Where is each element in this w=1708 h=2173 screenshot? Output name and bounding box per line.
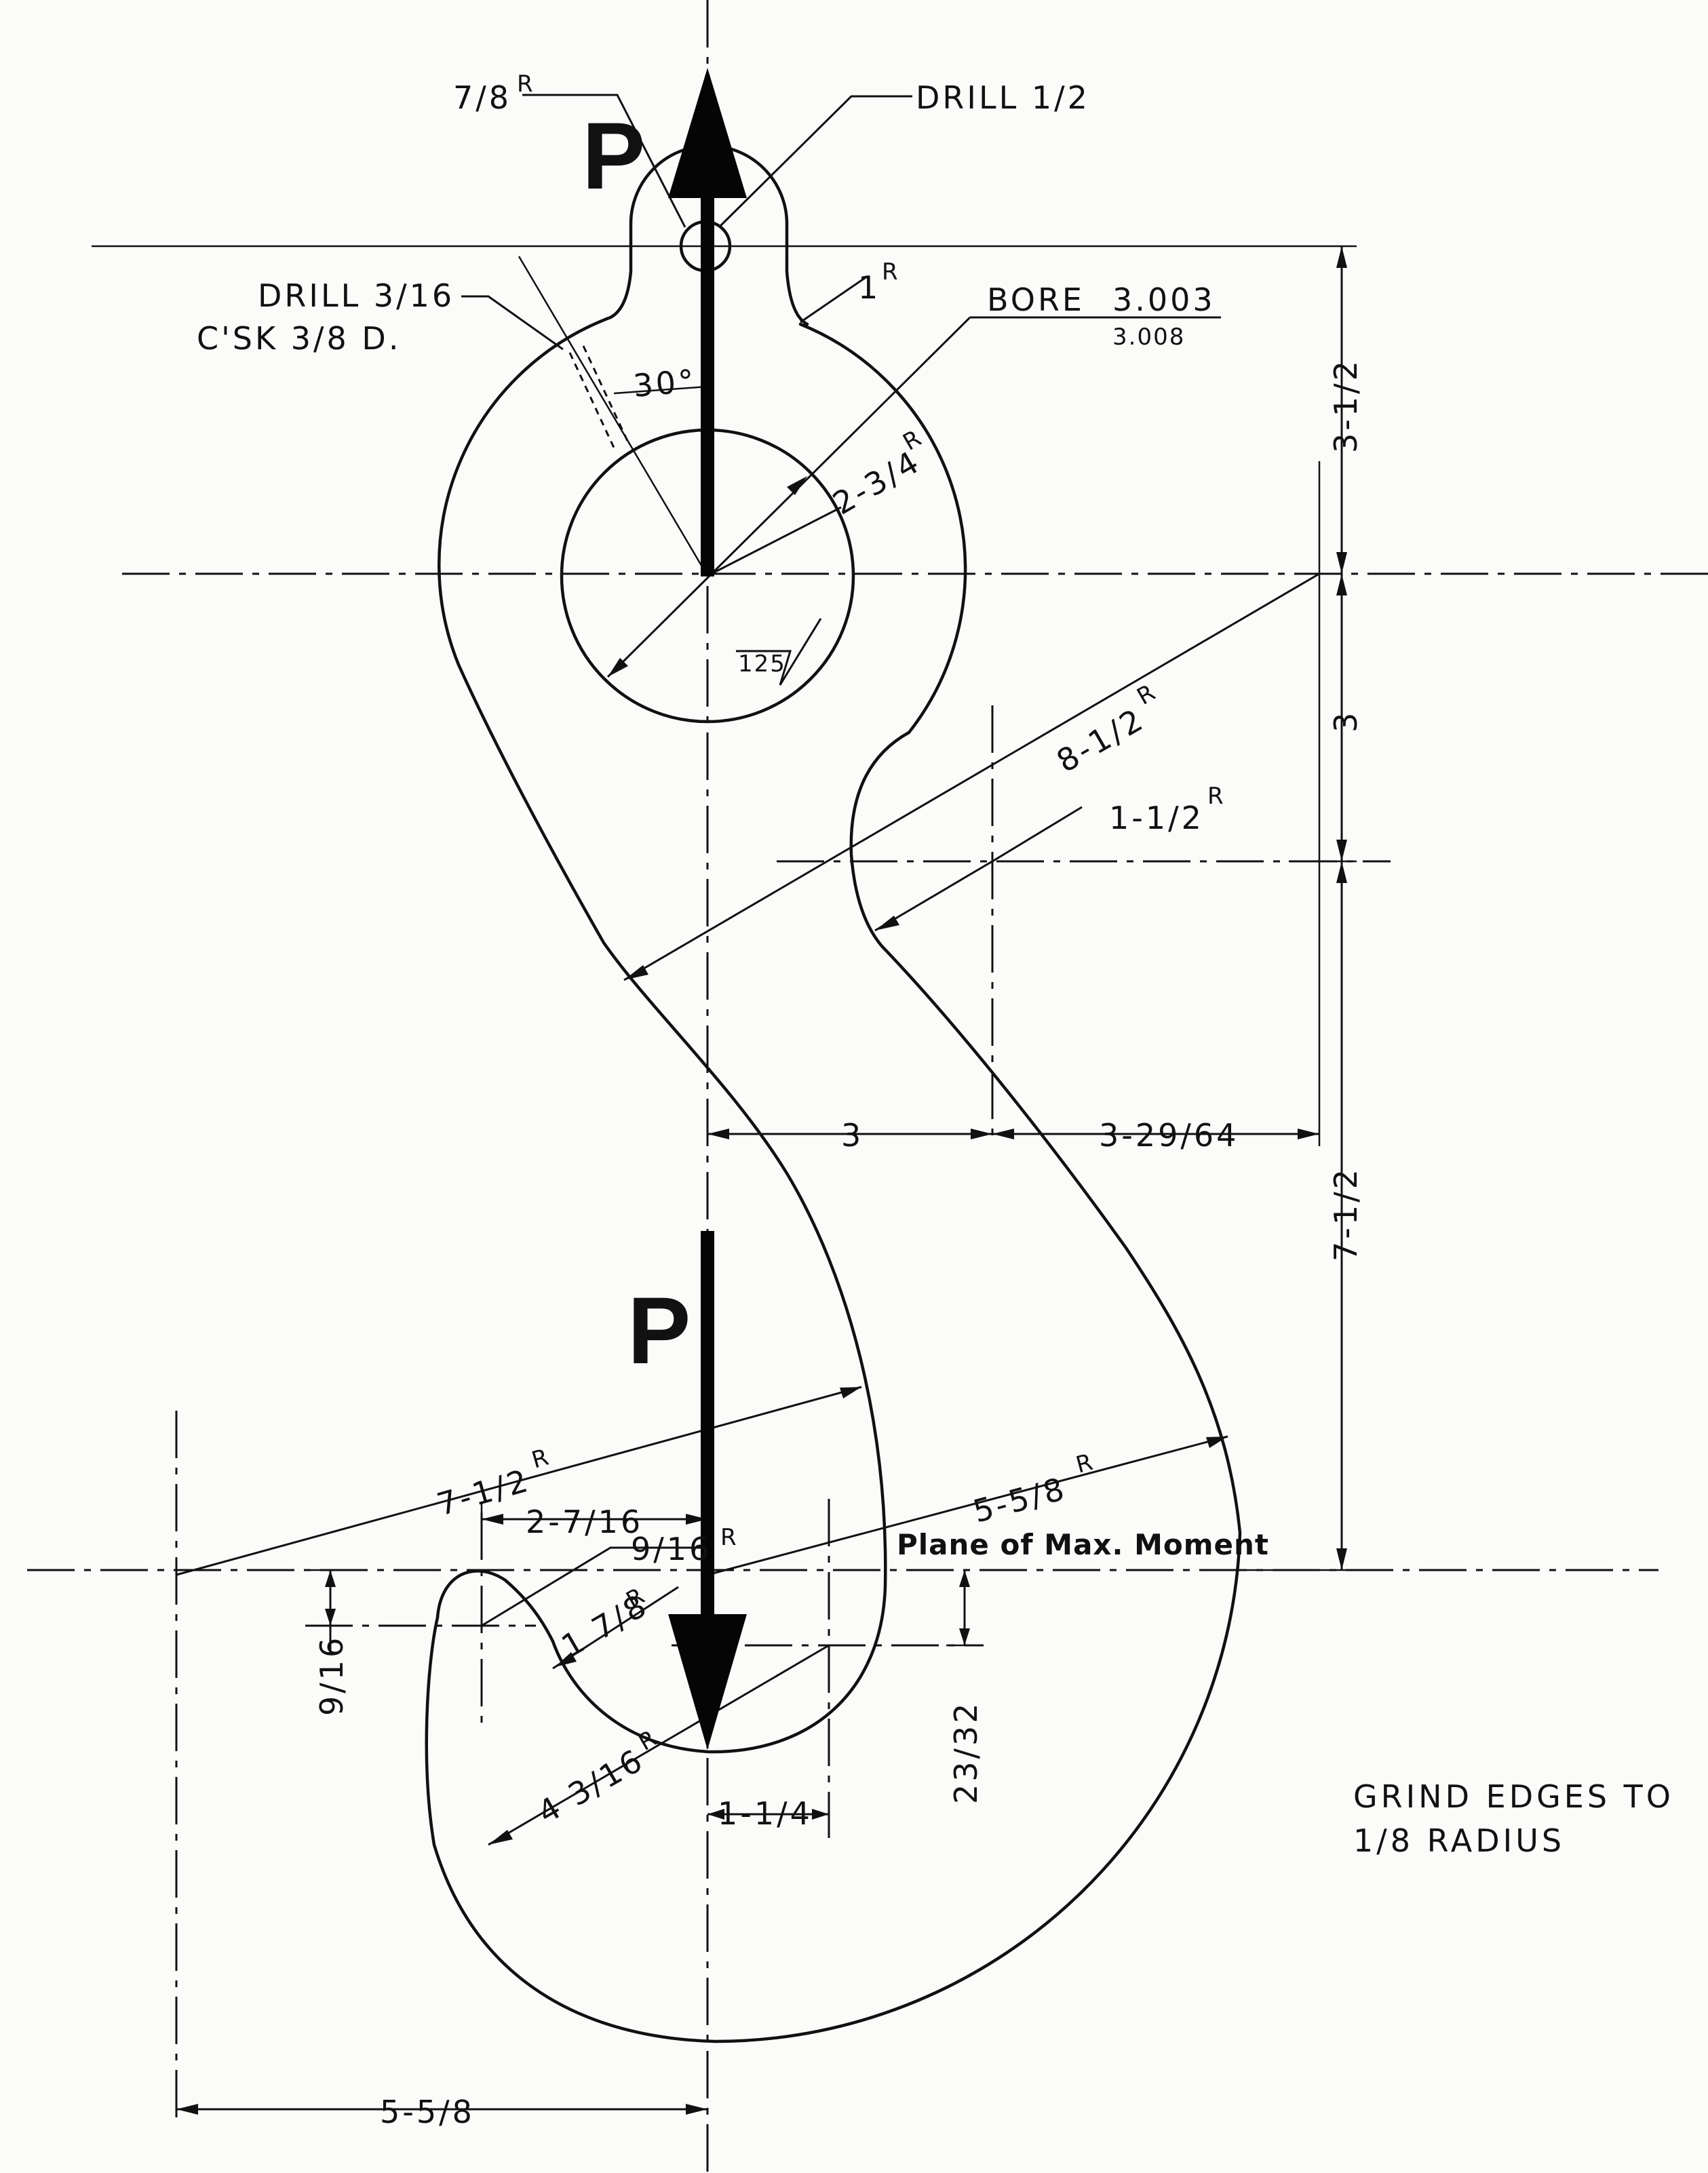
arrow [608,658,628,677]
center-lines [27,0,1708,2173]
lower-load-label: P [627,1277,691,1384]
dimension-lines [92,94,1357,2115]
drill-small-leader [461,295,564,351]
eye-outer-profile [425,322,1242,2043]
bowl-radius-label: 4 3/16 [532,1741,651,1831]
eye-top-radius-sup: R [517,71,535,98]
arrow [787,476,807,495]
plane-of-max-moment-label: Plane of Max. Moment [897,1528,1269,1561]
labels: 7/8 R DRILL 1/2 DRILL 3/16 C'SK 3/8 D. 1… [197,71,1674,2130]
bowl-offset-label: 1-1/4 [718,1795,813,1832]
neck-radius-leader-ext [992,806,1083,863]
arrow [959,1628,970,1645]
arrow [325,1570,336,1587]
arrow [971,1129,992,1139]
top-vertical-label: 3-1/2 [1327,358,1364,453]
finish-label: 125 [738,650,786,678]
hook-outline [425,144,1242,2043]
arrow [959,1570,970,1587]
arrow [1336,246,1347,268]
fillet-radius-sup: R [882,258,899,286]
grind-note-line2: 1/8 RADIUS [1353,1822,1565,1859]
lower-load-arrowhead [668,1614,747,1750]
tip-offset-label: 2-7/16 [526,1504,643,1540]
bore-lower-label: 3.008 [1112,324,1185,351]
eye-left-profile [438,315,613,667]
drill-small-label: DRILL 3/16 [258,277,454,314]
eye-top-radius-label: 7/8 [453,79,511,116]
finish-symbol [736,618,822,686]
arrow [1336,840,1347,861]
countersink-label: C'SK 3/8 D. [197,320,401,357]
arrow [325,1609,336,1626]
drill-hole-edge-b [582,345,629,442]
upper-load-label: P [582,102,645,209]
bottom-width-label: 5-5/8 [380,2094,475,2130]
hook-tip-profile [435,1569,555,1643]
bore-diameter-leader [606,316,971,678]
offset-left-label: 3 [841,1117,863,1154]
arrow [992,1129,1014,1139]
arrow [707,1809,724,1820]
inner-radius-label: 7-1/2 [433,1462,534,1523]
tip-drop-label: 9/16 [313,1635,350,1716]
drill-hole-edge-a [568,352,615,448]
bowl-radius-leader [488,1644,830,1846]
arrow [176,2104,198,2115]
upper-load-arrowhead [668,68,747,198]
drill-angle-label: 30° [632,362,698,404]
back-radius-label: 8-1/2 [1051,701,1151,780]
bore-upper-label: 3.003 [1112,281,1216,318]
arrow [1298,1129,1319,1139]
tip-radius-sup: R [720,1524,738,1551]
neck-radius-label: 1-1/2 [1109,800,1204,836]
drill-hole-axis [518,256,709,576]
drill-small-hole [518,256,709,576]
offset-right-label: 3-29/64 [1099,1117,1239,1154]
bowl-radius-sup: R [634,1724,663,1756]
tip-inner-leader [552,1586,679,1670]
arrow [1336,574,1347,595]
arrow [1206,1436,1228,1448]
eye-top-leader [522,94,686,228]
arrow [624,965,648,980]
outer-radius-sup: R [1073,1448,1097,1479]
arrow [686,1514,707,1525]
arrow [1336,861,1347,883]
arrow [482,1514,503,1525]
back-radius-leader [623,572,1320,981]
load-arrows: P P [582,68,747,1750]
neck-radius-sup: R [1207,783,1225,810]
inner-radius-sup: R [528,1443,553,1474]
outer-radius-label: 5-5/8 [969,1470,1070,1529]
bowl-drop-label: 23/32 [948,1700,984,1804]
tip-radius-label: 9/16 [631,1531,712,1567]
arrow [555,1652,577,1667]
arrow [875,916,899,931]
grind-note-line1: GRIND EDGES TO [1353,1778,1674,1815]
long-vertical-label: 7-1/2 [1327,1167,1364,1261]
arrow [812,1809,829,1820]
arrow [707,1129,729,1139]
drill-half-leader [718,95,912,229]
bore-label: BORE [987,281,1085,318]
tip-radius-leader [481,1546,705,1627]
arrow [1336,1548,1347,1570]
arrow [686,2104,707,2115]
hook-bowl-inner [457,663,887,1754]
arrow [488,1830,513,1845]
angle-line [613,385,708,395]
fillet-leader [800,277,866,324]
arrow [840,1387,861,1398]
back-radius-sup: R [1133,678,1161,710]
arrow [1336,552,1347,574]
mid-vertical-label: 3 [1327,710,1364,732]
drill-half-label: DRILL 1/2 [916,79,1090,116]
fillet-radius-label: 1 [858,269,880,306]
inner-radius-leader [176,1386,862,1576]
bore-radius-leader [707,506,842,577]
outer-radius-leader [707,1435,1228,1576]
